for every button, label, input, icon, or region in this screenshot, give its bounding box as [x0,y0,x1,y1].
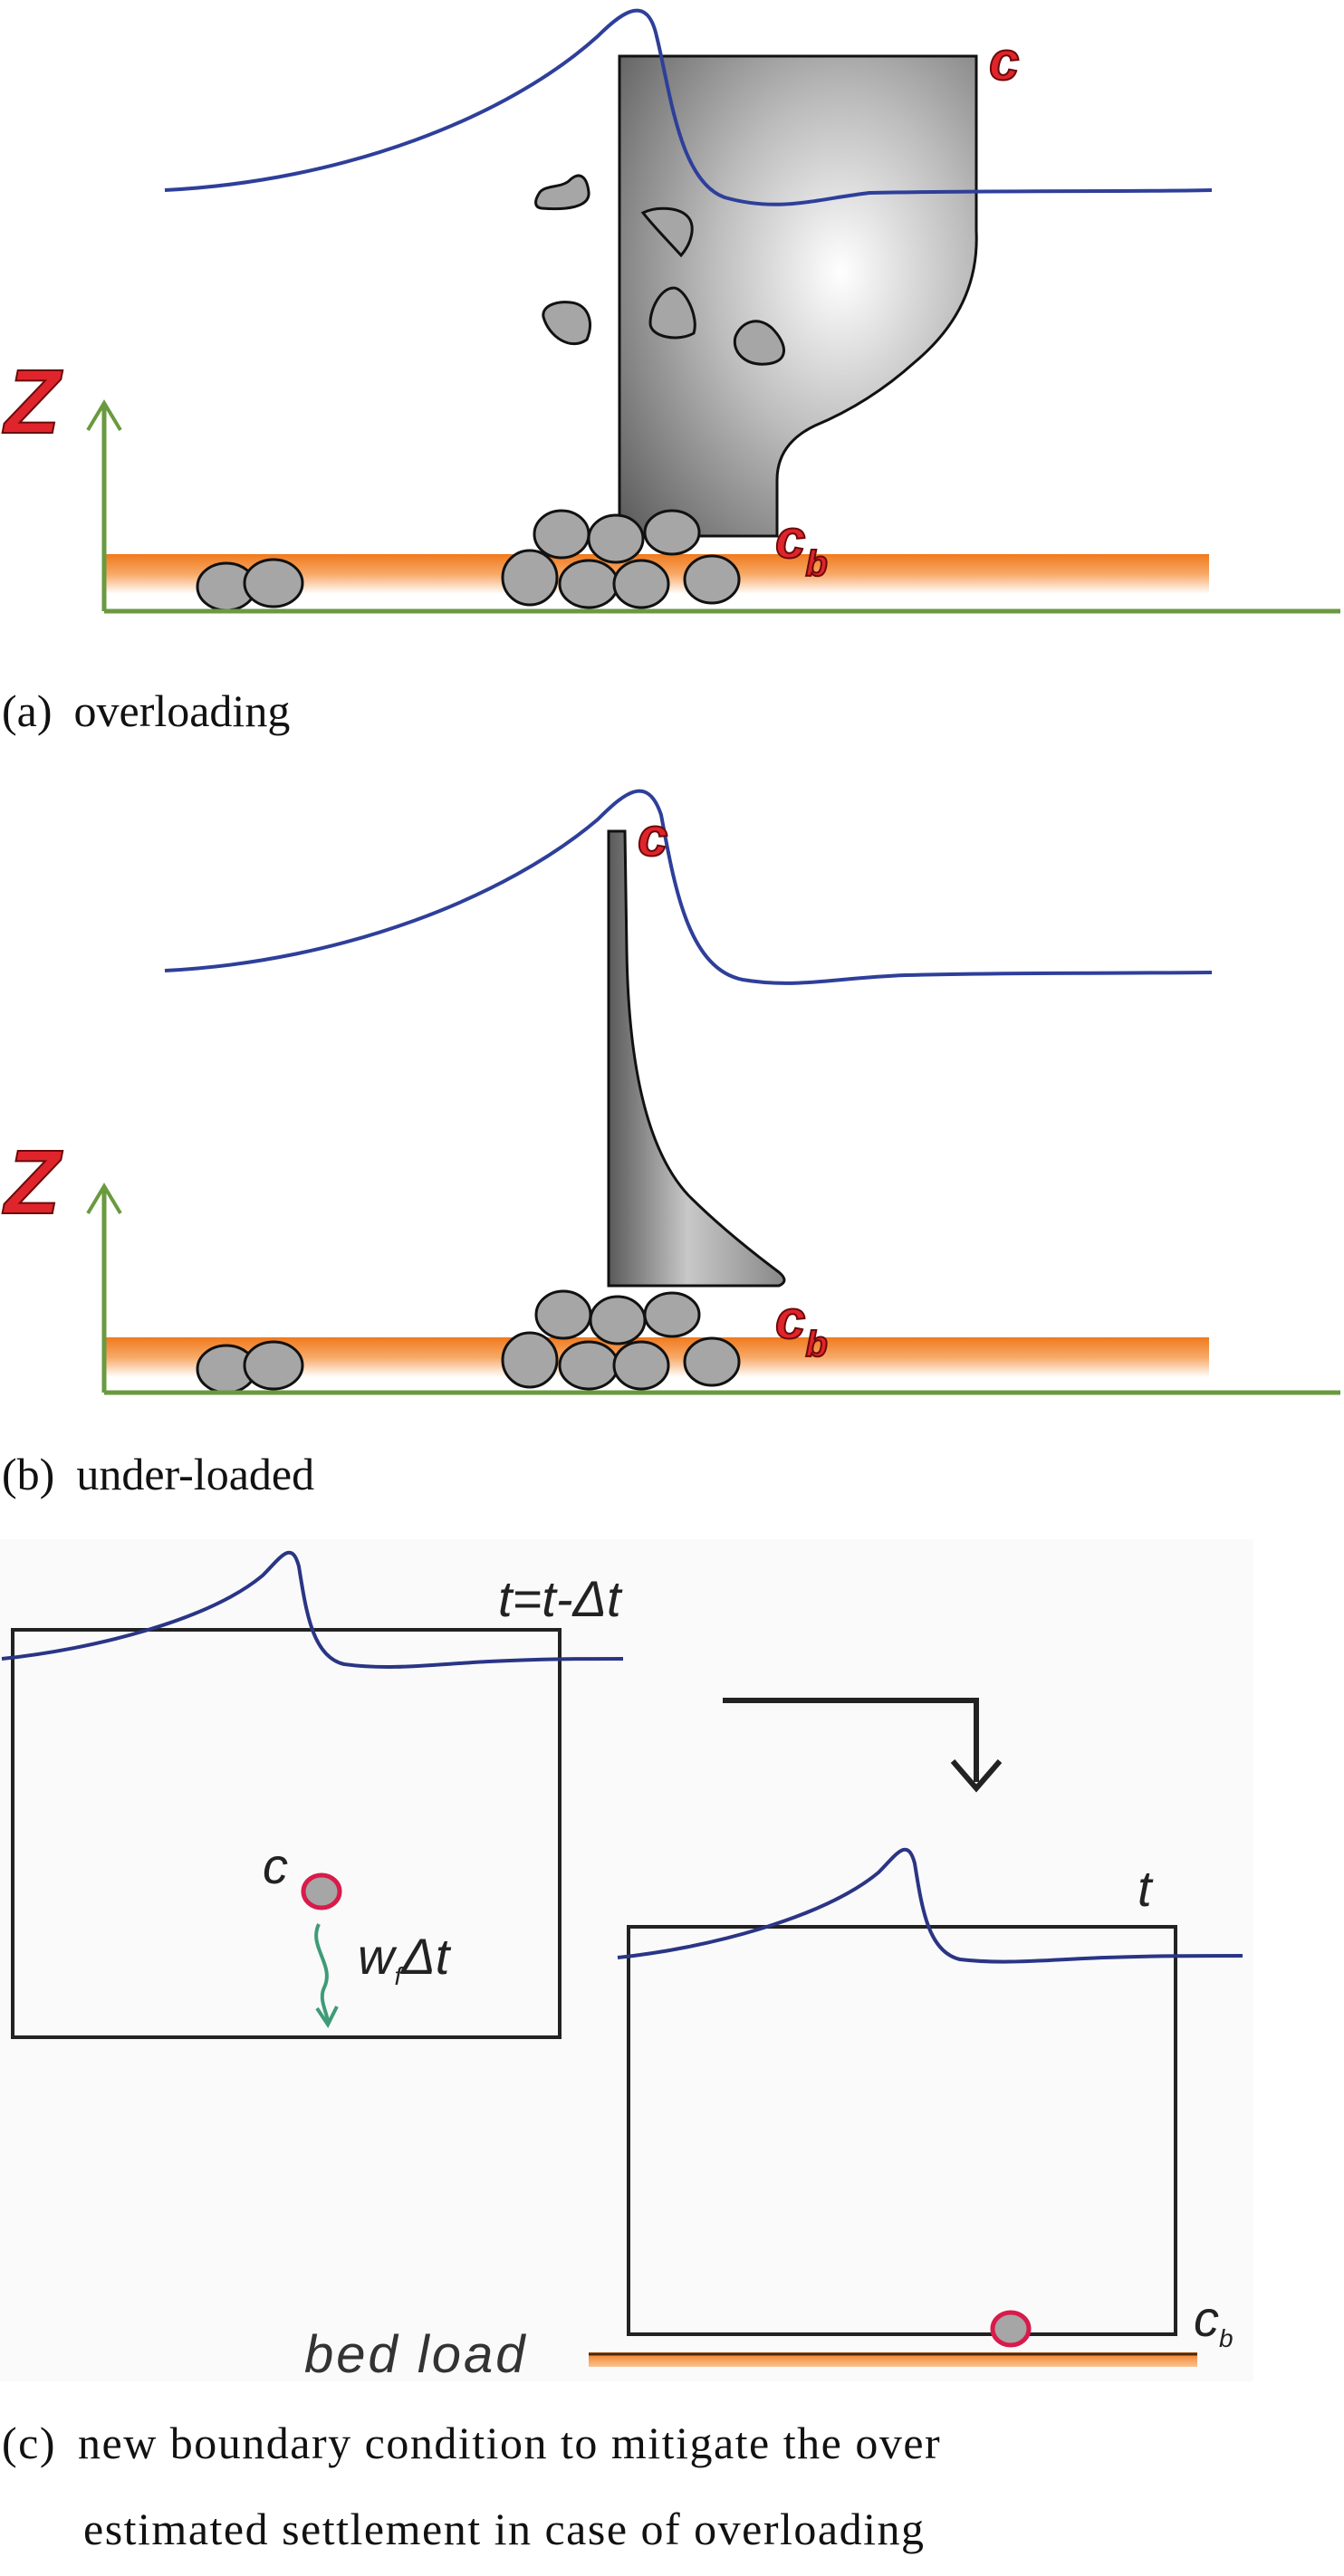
particle [587,513,645,564]
label-cb-bottom: cb [775,1289,828,1365]
particle [243,1340,304,1391]
concentration-profile [618,54,978,538]
suspended-particles [534,174,785,366]
particle-label-c: c [263,1837,288,1894]
label-cb-current: cb [1194,2290,1234,2352]
particle [683,554,741,605]
free-surface-wave [164,8,1213,206]
particle [640,206,694,258]
panel-c: t=t-Δt c wfΔt t cb bed load (c)new bound… [0,1539,1253,2554]
particle [643,509,701,556]
free-surface-wave-current [617,1847,1243,1964]
highlighted-particle-at-bed [990,2310,1032,2348]
highlighted-particle [301,1872,342,1910]
particle [558,1340,619,1391]
axis-label-z: Z [2,1132,63,1233]
axis-label-z: Z [2,351,63,453]
bed-particles [196,509,741,612]
bed-load-label: bed load [304,2325,528,2384]
particle [589,1295,647,1345]
particle [683,1336,741,1387]
time-label-current: t [1138,1860,1154,1917]
caption-a: (a)overloading [2,685,290,736]
settling-arrow [314,1923,330,2022]
domain-box-current [627,1925,1177,2336]
particle [534,1289,592,1340]
caption-b: (b)under-loaded [2,1449,314,1499]
label-c-top: c [989,31,1019,91]
domain-box-previous [11,1628,562,2039]
particle [612,559,670,609]
settling-arrowhead [315,2006,339,2028]
particle [643,1291,701,1338]
particle [542,301,591,346]
caption-c-line2: estimated settlement in case of overload… [83,2504,926,2554]
bed-load-strip [589,2352,1197,2367]
label-c-top: c [638,807,667,867]
panel-b: Z c cb (b)under-loaded [1,789,1340,1499]
time-label-previous: t=t-Δt [498,1570,623,1627]
bed-particles [196,1289,741,1394]
panel-a: Z c cb (a)overloading [1,8,1340,736]
particle [733,320,785,366]
time-advance-arrow [723,1698,1003,1793]
particle [558,559,619,609]
caption-c-line1: (c)new boundary condition to mitigate th… [2,2418,941,2468]
settling-label: wfΔt [358,1928,452,1990]
free-surface-wave [164,789,1213,985]
axes [86,399,1340,614]
free-surface-wave-previous [1,1550,624,1670]
particle [501,1331,559,1389]
particle [501,549,559,607]
particle [243,558,304,608]
particle [612,1340,670,1391]
particle [648,286,696,340]
particle [533,509,590,560]
axes [86,1183,1340,1395]
concentration-profile [607,829,786,1288]
particle [534,174,590,211]
label-cb-bottom: cb [775,509,828,584]
